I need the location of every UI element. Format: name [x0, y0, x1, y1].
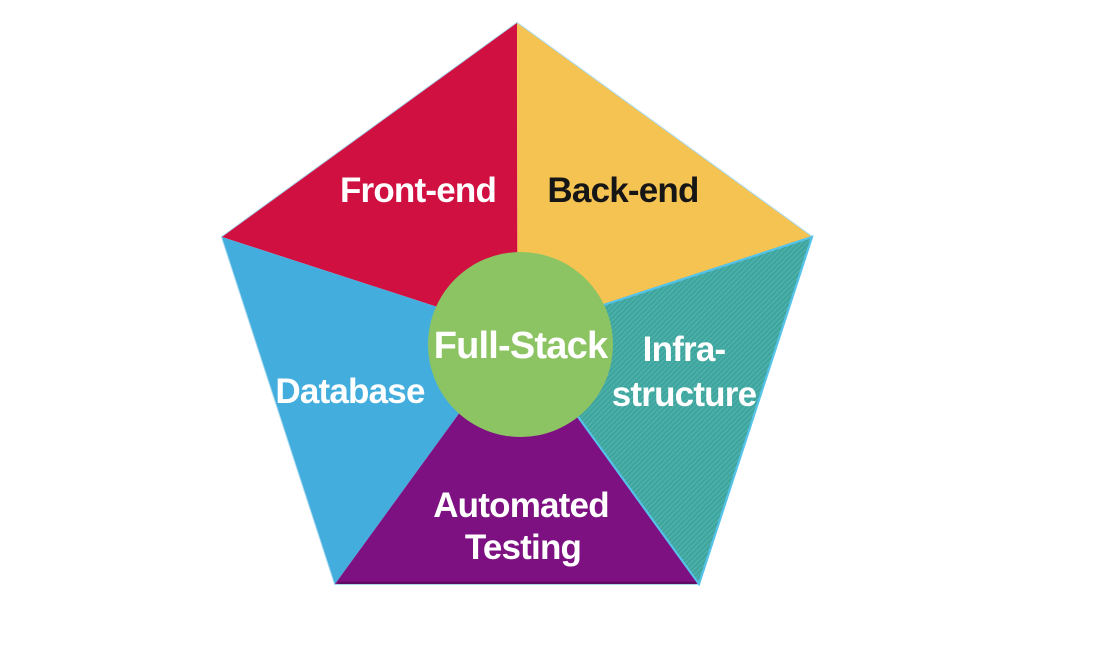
label-automated-testing-line2: Testing [465, 528, 581, 567]
label-back-end: Back-end [547, 171, 698, 210]
label-infrastructure-line1: Infra- [643, 330, 726, 369]
label-database: Database [275, 372, 425, 411]
label-front-end: Front-end [340, 171, 496, 210]
center-circle [428, 252, 613, 437]
label-automated-testing-line1: Automated [433, 486, 609, 525]
label-infrastructure-line2: structure [612, 375, 757, 414]
sector-automated-testing [335, 333, 699, 584]
sector-front-end [222, 23, 518, 333]
sector-back-end [517, 23, 812, 333]
label-full-stack: Full-Stack [434, 325, 609, 367]
